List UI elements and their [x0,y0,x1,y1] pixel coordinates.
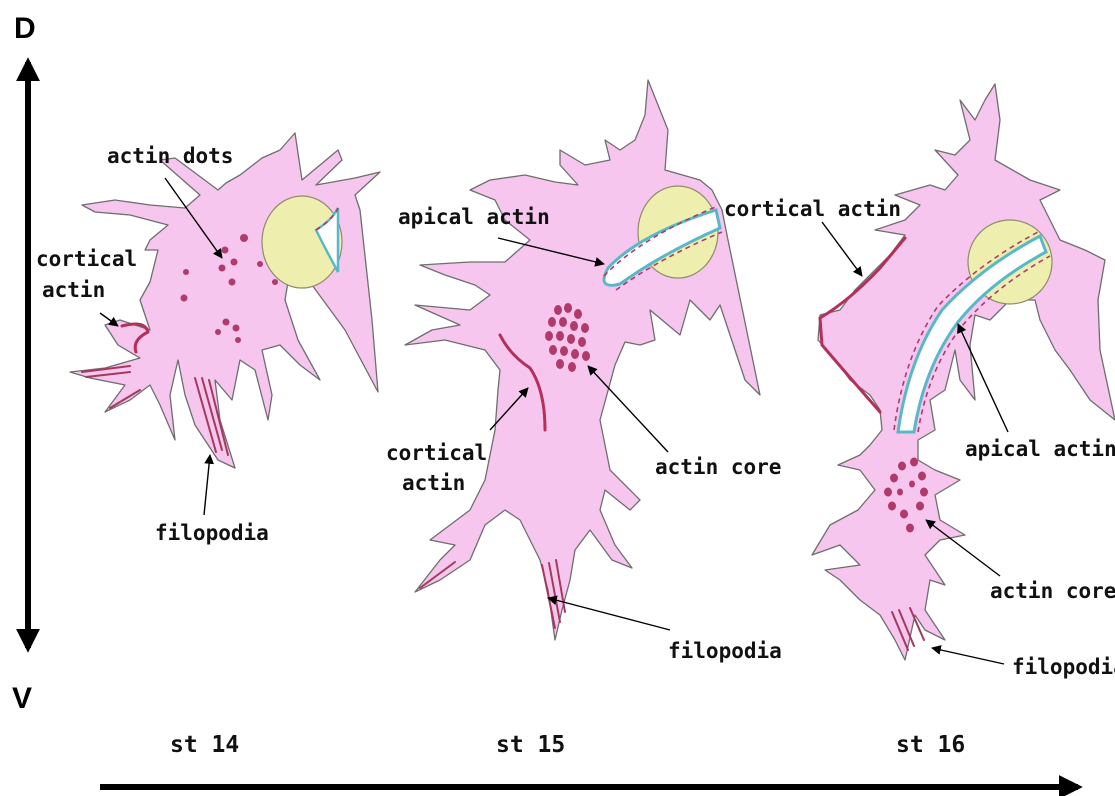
actin-core-dot [890,474,898,483]
actin-core-dot [548,317,556,327]
dv-axis: D V [12,12,36,715]
actin-core-dot [884,488,892,497]
ventral-label: V [12,682,32,715]
cell-st15: apical actin cortical actin cortical act… [386,80,901,663]
filopodia-pointer-st16 [932,648,1004,664]
cell-st16: apical actin actin core filopodia [812,84,1115,679]
actin-core-dot [916,502,924,511]
actin-dot [229,279,236,286]
actin-core-dot [567,334,575,344]
stage-16-label: st 16 [896,732,965,758]
cortical-actin-label-line2-st14: actin [42,278,105,302]
actin-core-dot [574,309,582,319]
stage-15-label: st 15 [496,732,565,758]
actin-dot [223,319,230,326]
actin-core-dot [581,323,589,333]
actin-core-dot [554,305,562,315]
actin-dot [257,261,263,267]
actin-dot [231,259,238,266]
actin-core-dot [560,346,568,356]
cortical-actin-label-line1-st15: cortical [386,441,487,465]
cell-st14-body [70,133,380,468]
actin-core-dot [898,462,906,471]
actin-core-dot [578,337,586,347]
cortical-actin-label-line2-st15: actin [402,471,465,495]
actin-core-dot [556,331,564,341]
filopodia-label-st14: filopodia [155,521,269,545]
filopodia-pointer-st15 [548,598,670,630]
cortical-actin-label-st15: cortical actin [724,197,901,221]
filopodia-label-st16: filopodia [1012,655,1115,679]
actin-core-dot [909,481,915,488]
actin-core-dot [570,321,578,331]
filopodia-pointer-st14 [204,455,210,515]
actin-core-dot [582,351,590,361]
cell-st16-body [812,84,1115,660]
actin-core-dot [564,303,572,313]
actin-core-dot [910,458,918,467]
actin-core-dot [906,524,914,533]
actin-core-dot [568,362,576,372]
actin-dot [222,247,229,254]
actin-core-dot [897,489,903,496]
actin-dot [219,265,226,272]
actin-core-dot [918,472,926,481]
apical-actin-label-st15: apical actin [398,205,550,229]
actin-core-label-st15: actin core [655,455,781,479]
actin-core-dot [559,317,567,327]
actin-core-dot [888,502,896,511]
actin-core-dot [556,359,564,369]
actin-dot [233,325,240,332]
cortical-actin-pointer-st16 [822,222,862,276]
actin-core-dot [545,331,553,341]
actin-dot [183,269,189,275]
actin-dot [181,295,188,302]
cell-st14: actin dots cortical actin filopodia [36,133,380,545]
apical-actin-label-st16: apical actin [965,437,1115,461]
actin-core-dot [900,510,908,519]
actin-dot [235,337,241,343]
cortical-actin-label-line1-st14: cortical [36,247,137,271]
actin-dots-label: actin dots [107,144,233,168]
actin-core-dot [571,349,579,359]
actin-core-dot [549,345,557,355]
dorsal-label: D [14,12,36,45]
actin-dot [215,329,221,335]
filopodia-label-st15: filopodia [668,639,782,663]
actin-core-label-st16: actin core [990,579,1115,603]
cell-st15-body [405,80,760,640]
actin-core-dot [920,488,928,497]
actin-core-pointer-st16 [926,520,1000,576]
actin-dot [272,279,278,285]
stage-14-label: st 14 [170,732,239,758]
actin-dot [240,234,248,242]
